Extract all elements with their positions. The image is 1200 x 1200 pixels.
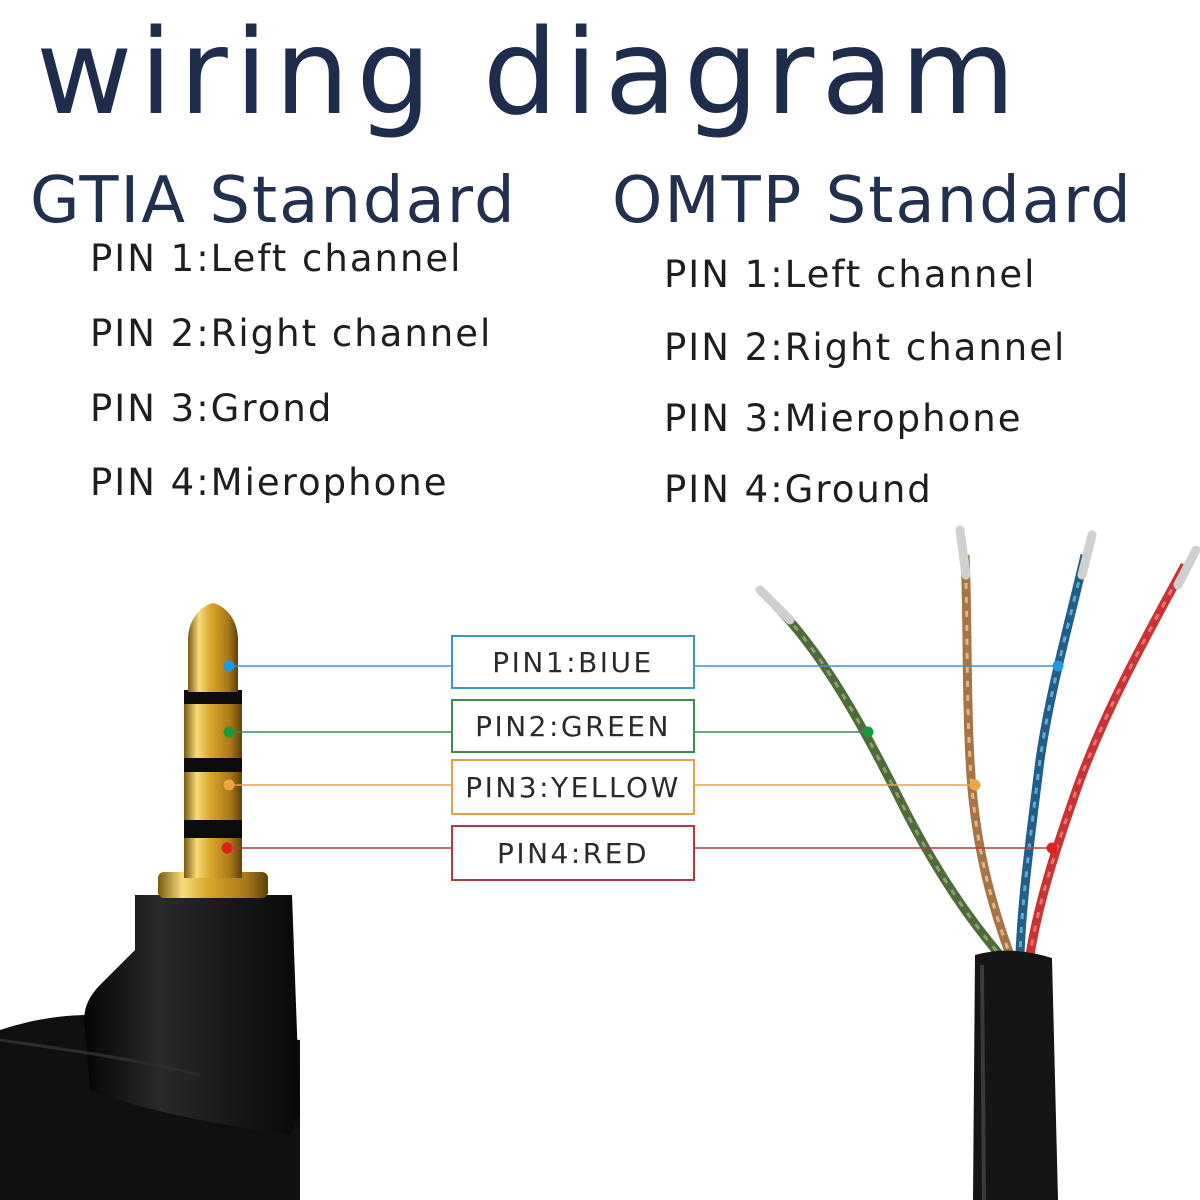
pin-connections: PIN1:BIUE PIN2:GREEN PIN3:YELLOW PIN4:RED: [221, 635, 1064, 881]
pin4-plug-dot: [221, 842, 233, 854]
pin1-wire-dot: [1052, 660, 1064, 672]
gtia-pin-4: PIN 4:Mierophone: [90, 461, 449, 504]
pin1-label: PIN1:BIUE: [492, 646, 654, 679]
omtp-pin-1: PIN 1:Left channel: [664, 253, 1037, 296]
pin4-label: PIN4:RED: [497, 837, 649, 870]
pin2-plug-dot: [223, 726, 235, 738]
wiring-diagram: PIN1:BIUE PIN2:GREEN PIN3:YELLOW PIN4:RED: [0, 525, 1200, 1200]
pin2-wire-dot: [862, 726, 874, 738]
gtia-pin-1: PIN 1:Left channel: [90, 237, 463, 280]
stripped-cable-wires-icon: [755, 525, 1200, 1200]
pin2-label: PIN2:GREEN: [475, 710, 671, 743]
pin4-label-box: [451, 825, 695, 881]
pin4-wire-dot: [1046, 842, 1058, 854]
pin3-label: PIN3:YELLOW: [465, 771, 681, 804]
gtia-pin-3: PIN 3:Grond: [90, 387, 334, 430]
omtp-pin-4: PIN 4:Ground: [664, 468, 933, 511]
trrs-audio-plug-icon: [0, 603, 300, 1200]
pin1-label-box: [451, 635, 695, 689]
omtp-standard-heading: OMTP Standard: [612, 164, 1133, 238]
omtp-pin-2: PIN 2:Right channel: [664, 326, 1067, 369]
pin1-plug-dot: [223, 660, 235, 672]
page-title: wiring diagram: [36, 3, 1023, 141]
gtia-pin-2: PIN 2:Right channel: [90, 312, 493, 355]
pin3-label-box: [451, 759, 695, 815]
omtp-pin-3: PIN 3:Mierophone: [664, 397, 1023, 440]
pin3-wire-dot: [969, 779, 981, 791]
gtia-standard-heading: GTIA Standard: [30, 164, 517, 238]
pin2-label-box: [451, 699, 695, 753]
pin3-plug-dot: [223, 779, 235, 791]
